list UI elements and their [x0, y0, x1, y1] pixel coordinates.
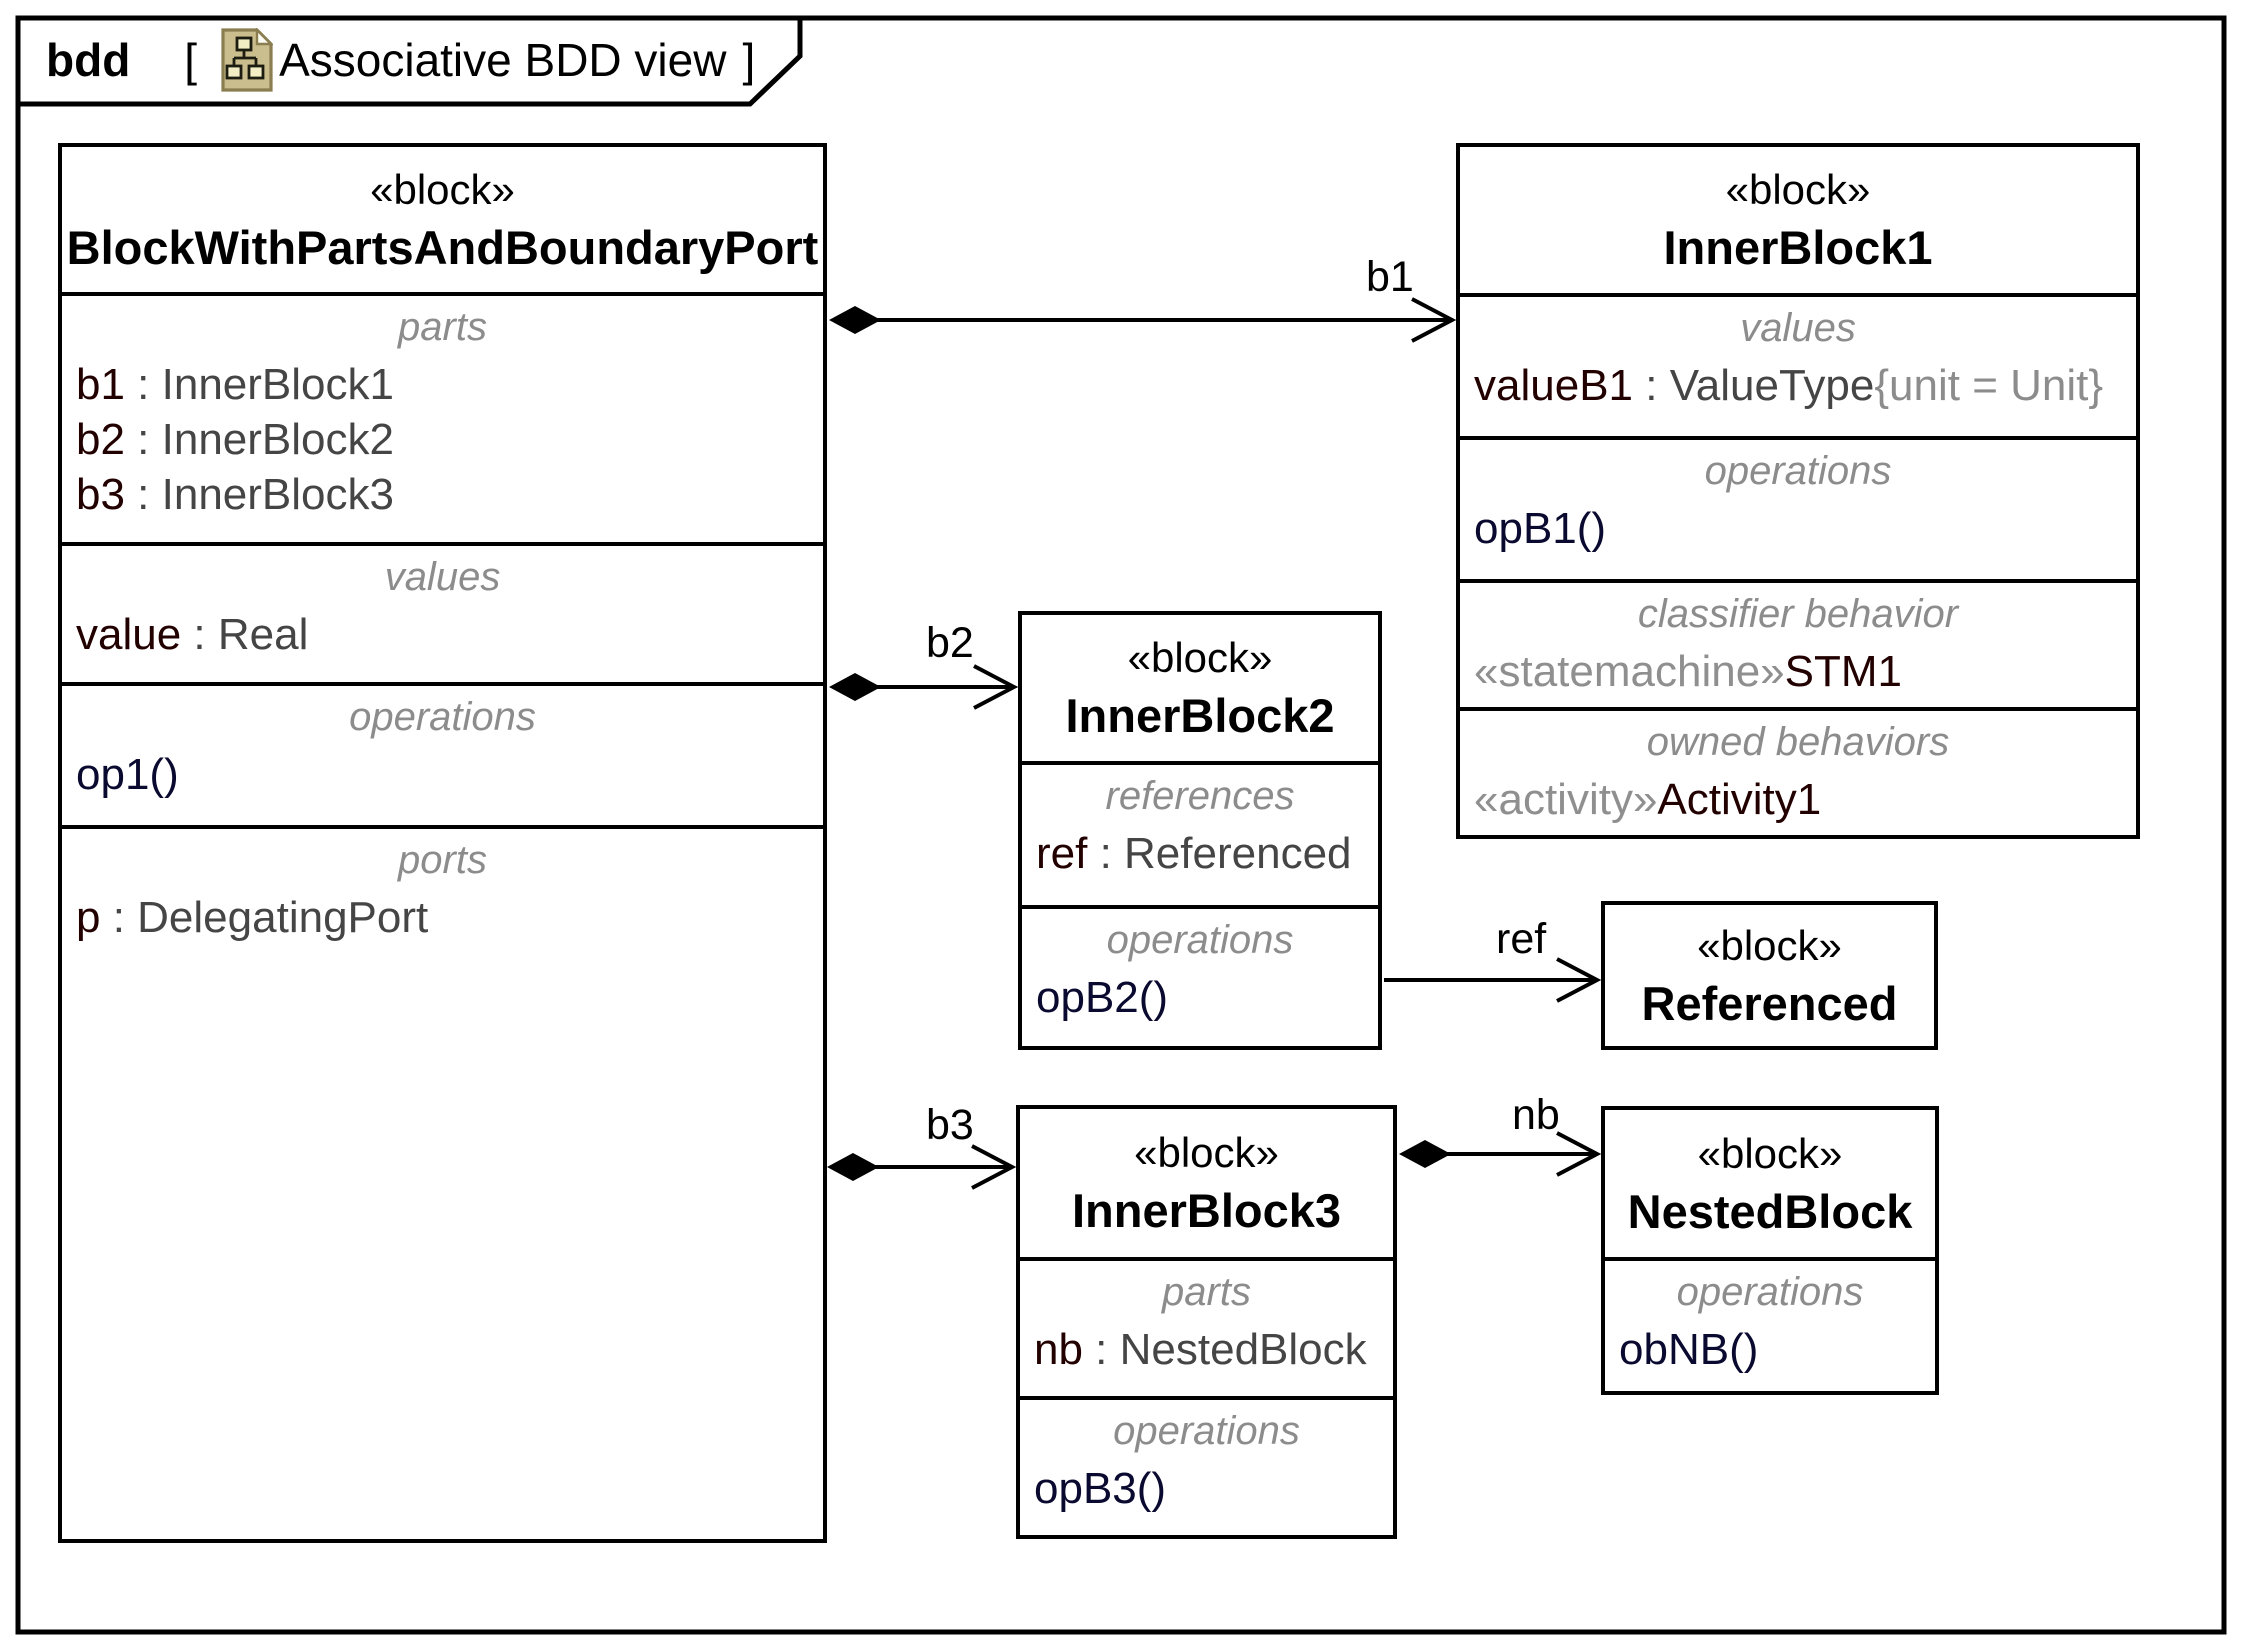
ports-compartment: ports p : DelegatingPort — [62, 825, 823, 1539]
owned-behaviors-compartment: owned behaviors «activity»Activity1 — [1460, 707, 2136, 835]
operation-obNB[interactable]: obNB() — [1619, 1325, 1759, 1374]
compartment-label: references — [1105, 774, 1295, 818]
open-arrowhead-b1 — [1411, 297, 1457, 343]
values-compartment: values valueB1 : ValueType{unit = Unit} — [1460, 293, 2136, 436]
part-property-b2[interactable]: b2 : InnerBlock2 — [76, 415, 394, 464]
block-inner-block-2[interactable]: «block» InnerBlock2 references ref : Ref… — [1018, 611, 1382, 1050]
port-property-p[interactable]: p : DelegatingPort — [76, 893, 429, 942]
part-property-b3[interactable]: b3 : InnerBlock3 — [76, 470, 394, 519]
compartment-label: operations — [349, 695, 536, 739]
composite-diamond-nb — [1399, 1140, 1451, 1168]
operations-compartment: operations opB1() — [1460, 436, 2136, 579]
block-name: Referenced — [1641, 976, 1898, 1030]
block-stereotype: «block» — [1127, 634, 1273, 681]
block-name: BlockWithPartsAndBoundaryPort — [66, 220, 819, 274]
connector-nb[interactable] — [1399, 1131, 1602, 1177]
classifier-behavior-stm1[interactable]: «statemachine»STM1 — [1474, 647, 1903, 696]
block-inner-block-3[interactable]: «block» InnerBlock3 parts nb : NestedBlo… — [1016, 1105, 1397, 1539]
diagram-title-tab-shape — [15, 15, 803, 107]
part-property-nb[interactable]: nb : NestedBlock — [1034, 1325, 1367, 1374]
role-label-nb[interactable]: nb — [1512, 1091, 1560, 1139]
role-label-b2[interactable]: b2 — [926, 619, 974, 667]
reference-property-ref[interactable]: ref : Referenced — [1036, 829, 1352, 878]
role-label-b3[interactable]: b3 — [926, 1101, 974, 1149]
block-stereotype: «block» — [1697, 1129, 1843, 1177]
operations-compartment: operations obNB() — [1605, 1257, 1935, 1391]
role-label-b1[interactable]: b1 — [1366, 253, 1414, 301]
compartment-label: ports — [398, 838, 487, 882]
open-bracket: [ — [184, 34, 198, 86]
diagram-title-tab: bdd [ Associative BDD view ] — [18, 18, 778, 102]
block-name: InnerBlock2 — [1065, 689, 1335, 742]
role-label-ref[interactable]: ref — [1496, 915, 1547, 963]
compartment-label: parts — [1162, 1270, 1251, 1314]
block-title-compartment: «block» InnerBlock3 — [1020, 1109, 1393, 1257]
connector-ref[interactable] — [1384, 957, 1602, 1003]
bdd-diagram-icon — [219, 28, 274, 92]
composite-diamond-b2 — [829, 673, 881, 701]
block-inner-block-1[interactable]: «block» InnerBlock1 values valueB1 : Val… — [1456, 143, 2140, 839]
composite-diamond-b1 — [829, 306, 881, 334]
operations-compartment: operations opB2() — [1022, 905, 1378, 1046]
values-compartment: values value : Real — [62, 542, 823, 682]
block-stereotype: «block» — [1697, 921, 1842, 969]
block-name: InnerBlock1 — [1663, 221, 1933, 274]
references-compartment: references ref : Referenced — [1022, 761, 1378, 905]
block-name: InnerBlock3 — [1071, 1184, 1342, 1237]
compartment-label: owned behaviors — [1646, 720, 1950, 764]
operation-op1[interactable]: op1() — [76, 750, 179, 799]
open-arrowhead-ref — [1556, 957, 1602, 1003]
block-title-compartment: «block» InnerBlock1 — [1460, 147, 2136, 293]
block-title-compartment: «block» InnerBlock2 — [1022, 615, 1378, 761]
compartment-label: operations — [1106, 918, 1294, 962]
parts-compartment: parts nb : NestedBlock — [1020, 1257, 1393, 1396]
compartment-label: classifier behavior — [1637, 592, 1959, 636]
owned-behavior-activity1[interactable]: «activity»Activity1 — [1474, 775, 1822, 824]
diagram-frame — [15, 15, 2227, 1635]
open-arrowhead-b3 — [971, 1144, 1017, 1190]
compartment-label: parts — [398, 305, 487, 349]
diagram-kind-label: bdd — [46, 34, 131, 86]
part-property-b1[interactable]: b1 : InnerBlock1 — [76, 360, 394, 409]
block-stereotype: «block» — [1134, 1129, 1279, 1176]
classifier-behavior-compartment: classifier behavior «statemachine»STM1 — [1460, 579, 2136, 707]
operation-opB3[interactable]: opB3() — [1034, 1464, 1167, 1513]
block-nested-block[interactable]: «block» NestedBlock operations obNB() — [1601, 1106, 1939, 1395]
connector-b3[interactable] — [827, 1144, 1017, 1190]
block-with-parts-and-boundary-port[interactable]: «block» BlockWithPartsAndBoundaryPort pa… — [58, 143, 827, 1543]
open-arrowhead-nb — [1556, 1131, 1602, 1177]
value-property-valueB1[interactable]: valueB1 : ValueType{unit = Unit} — [1474, 361, 2104, 410]
connector-b2[interactable] — [829, 664, 1019, 710]
block-name: NestedBlock — [1627, 1184, 1913, 1238]
block-title-compartment: «block» NestedBlock — [1605, 1110, 1935, 1257]
compartment-label: operations — [1113, 1409, 1300, 1453]
compartment-label: values — [384, 555, 501, 599]
block-title-compartment: «block» BlockWithPartsAndBoundaryPort — [62, 147, 823, 292]
diagram-view-name: Associative BDD view — [279, 34, 727, 86]
connector-b1[interactable] — [829, 297, 1457, 343]
parts-compartment: parts b1 : InnerBlock1 b2 : InnerBlock2 … — [62, 292, 823, 542]
composite-diamond-b3 — [827, 1153, 879, 1181]
operations-compartment: operations op1() — [62, 682, 823, 825]
block-referenced[interactable]: «block» Referenced — [1601, 901, 1938, 1050]
block-title-compartment: «block» Referenced — [1605, 905, 1934, 1046]
close-bracket: ] — [742, 34, 756, 86]
value-property[interactable]: value : Real — [76, 610, 309, 659]
open-arrowhead-b2 — [973, 664, 1019, 710]
block-stereotype: «block» — [1725, 166, 1871, 213]
compartment-label: values — [1740, 306, 1856, 350]
operation-opB1[interactable]: opB1() — [1474, 504, 1607, 553]
operations-compartment: operations opB3() — [1020, 1396, 1393, 1535]
compartment-label: operations — [1676, 1270, 1864, 1314]
compartment-label: operations — [1704, 449, 1892, 493]
operation-opB2[interactable]: opB2() — [1036, 973, 1169, 1022]
block-stereotype: «block» — [370, 165, 515, 213]
